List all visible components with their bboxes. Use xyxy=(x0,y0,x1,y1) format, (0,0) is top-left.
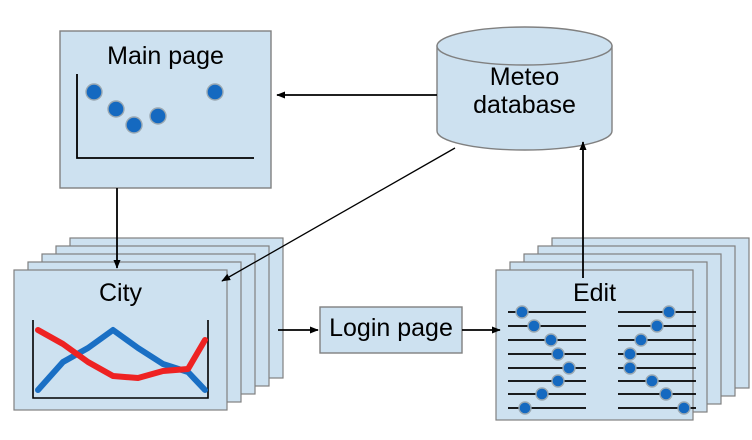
edit-slider-handles-left[interactable] xyxy=(515,305,576,415)
city-chart-axes xyxy=(32,320,209,399)
node-city-stack[interactable] xyxy=(13,237,284,411)
node-login-page[interactable] xyxy=(319,306,463,354)
node-meteo-database[interactable] xyxy=(436,26,613,151)
main-page-chart-axes xyxy=(76,74,254,159)
edit-slider-handles-right[interactable] xyxy=(623,305,691,415)
edge-database-to-city xyxy=(221,147,456,282)
database-cylinder-top xyxy=(436,26,613,66)
node-edit-stack[interactable] xyxy=(495,237,750,421)
node-main-page[interactable] xyxy=(59,30,272,189)
city-line-red xyxy=(35,327,208,381)
node-city-front[interactable] xyxy=(13,269,228,411)
main-page-scatter-points xyxy=(85,83,224,134)
node-edit-front[interactable] xyxy=(495,269,694,421)
